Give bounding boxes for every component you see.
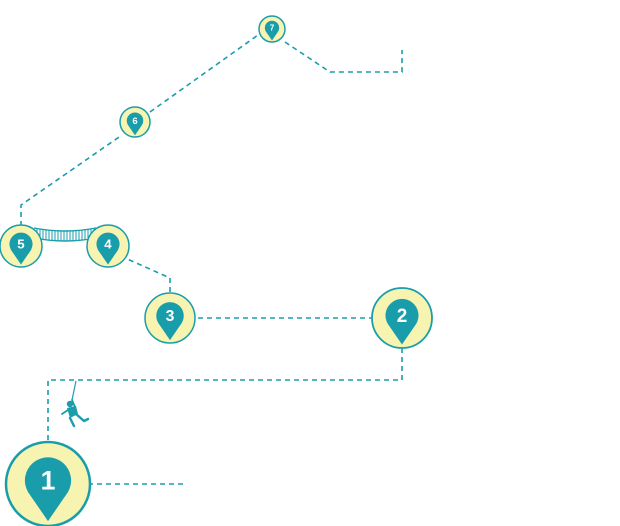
route-segment-7-end [284, 41, 403, 73]
map-pin-icon [385, 298, 419, 345]
abseiling-climber-icon [61, 380, 90, 428]
rope-bridge-icon [33, 227, 97, 242]
waypoint-1: 1 [4, 440, 92, 526]
waypoint-label: 4 [104, 237, 112, 252]
route-segment-5-6 [20, 134, 123, 226]
route-segment-1-2 [47, 348, 403, 440]
route-segment-6-7 [149, 34, 259, 113]
waypoint-markers: 1 2 3 4 5 6 7 [0, 15, 433, 526]
waypoint-label: 3 [166, 308, 175, 325]
waypoint-7: 7 [258, 15, 286, 43]
waypoint-6: 6 [119, 106, 151, 138]
map-pin-icon [96, 232, 120, 265]
map-pin-icon [9, 232, 33, 265]
waypoint-label: 1 [41, 465, 56, 495]
route-path [20, 34, 403, 485]
map-pin-icon [264, 20, 280, 41]
map-pin-icon [156, 302, 184, 341]
waypoint-4: 4 [86, 224, 130, 268]
waypoint-label: 7 [270, 24, 275, 33]
waypoint-3: 3 [144, 292, 196, 344]
waypoint-label: 2 [397, 306, 408, 327]
waypoint-label: 5 [17, 237, 25, 252]
route-segment-3-4 [124, 257, 171, 292]
map-pin-icon [24, 457, 72, 522]
waypoint-label: 6 [132, 116, 137, 127]
waypoint-5: 5 [0, 224, 43, 268]
waypoint-2: 2 [371, 287, 433, 349]
map-pin-icon [126, 112, 144, 136]
